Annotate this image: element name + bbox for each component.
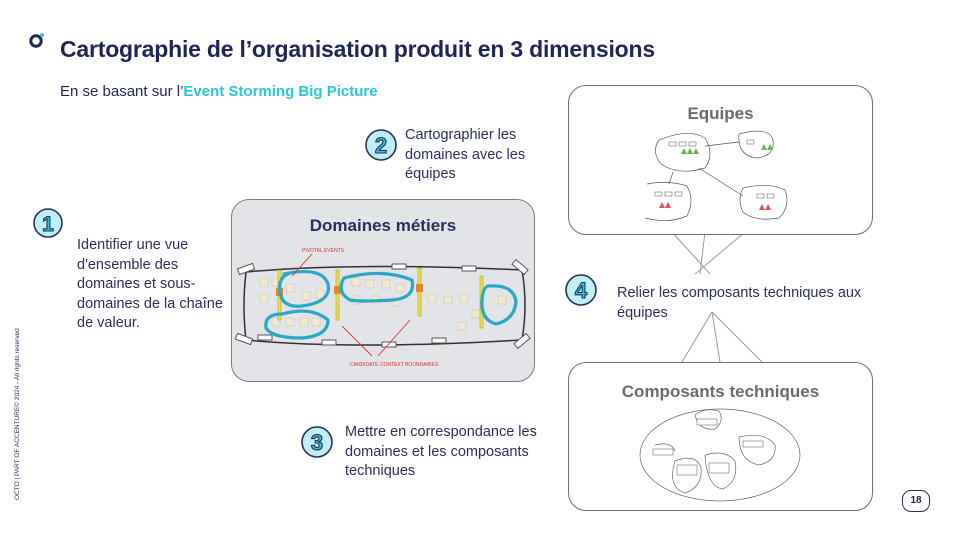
pivotal-events-note: PIVOTAL EVENTS: [302, 248, 345, 254]
equipes-card-title: Equipes: [687, 104, 754, 123]
step-3-text: Mettre en correspondance les domaines et…: [345, 424, 537, 479]
connector-lines: [671, 232, 763, 363]
step-4-number: 4: [575, 278, 588, 303]
equipes-card: Equipes: [568, 85, 873, 235]
subtitle-prefix: En se basant sur l’: [60, 83, 184, 100]
component-map-sketch: [639, 408, 801, 502]
step-1-number: 1: [42, 213, 54, 236]
subtitle-highlight: Event Storming Big Picture: [183, 83, 378, 100]
step-4-text: Relier les composants techniques aux équ…: [617, 285, 862, 321]
step-2-number: 2: [375, 133, 387, 158]
octo-logo-icon: [29, 33, 44, 48]
page-subtitle: En se basant sur l’Event Storming Big Pi…: [60, 83, 378, 100]
team-topology-sketch: [644, 130, 788, 221]
page-number-badge: 18: [902, 490, 930, 512]
composants-techniques-card: Composants techniques: [568, 362, 873, 511]
domaines-metiers-card: Domaines métiers: [231, 199, 535, 382]
composants-card-title: Composants techniques: [621, 382, 820, 401]
event-storming-sketch: PIVOTAL EVENTS CANDIDATE CONTEXT BOUNDAR…: [234, 248, 531, 368]
step-3-number-icon: 3: [301, 426, 333, 458]
page-title: Cartographie de l’organisation produit e…: [60, 36, 655, 62]
copyright-vertical: OCTO | PART OF ACCENTURE© 2024 - All rig…: [14, 328, 21, 500]
domaines-card-title: Domaines métiers: [309, 216, 457, 235]
step-2-text: Cartographier les domaines avec les équi…: [405, 127, 526, 182]
step-3-number: 3: [311, 430, 323, 455]
step-2-number-icon: 2: [365, 129, 397, 161]
step-4-number-icon: 4: [565, 274, 597, 306]
candidate-boundaries-note: CANDIDATE CONTEXT BOUNDARIES: [350, 362, 439, 368]
step-1-number-icon: 1: [33, 208, 63, 238]
step-1-text: Identifier une vue d'ensemble des domain…: [77, 237, 223, 331]
